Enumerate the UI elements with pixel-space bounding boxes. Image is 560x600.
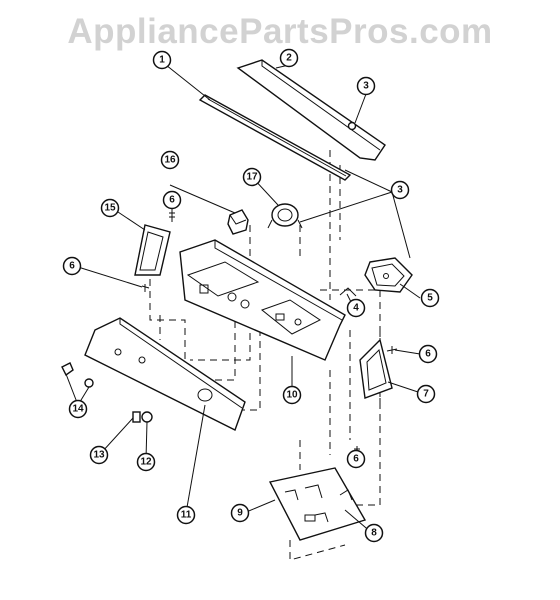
svg-text:9: 9 [237, 508, 243, 519]
part-right-end-cap [359, 338, 393, 399]
callout-10: 10 [282, 385, 302, 405]
svg-text:15: 15 [104, 203, 116, 214]
callout-3-mid: 3 [390, 180, 410, 200]
svg-text:6: 6 [353, 454, 359, 465]
callout-4: 4 [346, 298, 366, 318]
svg-text:17: 17 [246, 172, 258, 183]
callout-13: 13 [89, 445, 109, 465]
svg-text:14: 14 [72, 404, 84, 415]
svg-text:11: 11 [181, 510, 192, 521]
svg-text:7: 7 [423, 389, 429, 400]
part-control-panel [179, 239, 346, 361]
callout-6-upper: 6 [162, 190, 182, 210]
svg-text:8: 8 [371, 528, 377, 539]
svg-text:13: 13 [93, 450, 105, 461]
part-base-harness [268, 467, 367, 561]
callout-7: 7 [416, 384, 436, 404]
svg-text:6: 6 [425, 349, 431, 360]
svg-text:1: 1 [159, 55, 165, 66]
part-rotary-control [267, 203, 303, 229]
callout-11: 11 [176, 505, 196, 525]
part-front-panel [84, 317, 246, 431]
part-clip [339, 287, 357, 297]
part-left-end-cap [134, 224, 171, 276]
part-top-cover [236, 59, 386, 161]
part-seal-strip [198, 94, 352, 181]
svg-text:12: 12 [140, 457, 152, 468]
callout-15: 15 [100, 198, 120, 218]
callout-17: 17 [242, 167, 262, 187]
callout-5: 5 [420, 288, 440, 308]
svg-text:3: 3 [397, 185, 403, 196]
callout-3-top: 3 [356, 76, 376, 96]
callout-1: 1 [152, 50, 172, 70]
site-watermark: AppliancePartsPros.com [67, 12, 493, 51]
callout-12: 12 [136, 452, 156, 472]
callout-14: 14 [68, 399, 88, 419]
callout-9: 9 [230, 503, 250, 523]
leader-lines [65, 64, 421, 534]
callout-6-right: 6 [418, 344, 438, 364]
svg-text:5: 5 [427, 293, 433, 304]
svg-text:6: 6 [169, 195, 175, 206]
svg-text:4: 4 [353, 303, 359, 314]
callout-6-lower: 6 [346, 449, 366, 469]
part-timer [364, 257, 413, 293]
svg-text:2: 2 [286, 53, 292, 64]
svg-text:6: 6 [69, 261, 75, 272]
callout-16: 16 [160, 150, 180, 170]
svg-text:16: 16 [164, 155, 176, 166]
callout-6-left: 6 [62, 256, 82, 276]
svg-text:10: 10 [286, 390, 298, 401]
assembly-guides [149, 150, 381, 506]
callout-8: 8 [364, 523, 384, 543]
part-switch [227, 209, 249, 235]
callout-2: 2 [279, 48, 299, 68]
svg-text:3: 3 [363, 81, 369, 92]
part-small-knobs [61, 362, 153, 423]
